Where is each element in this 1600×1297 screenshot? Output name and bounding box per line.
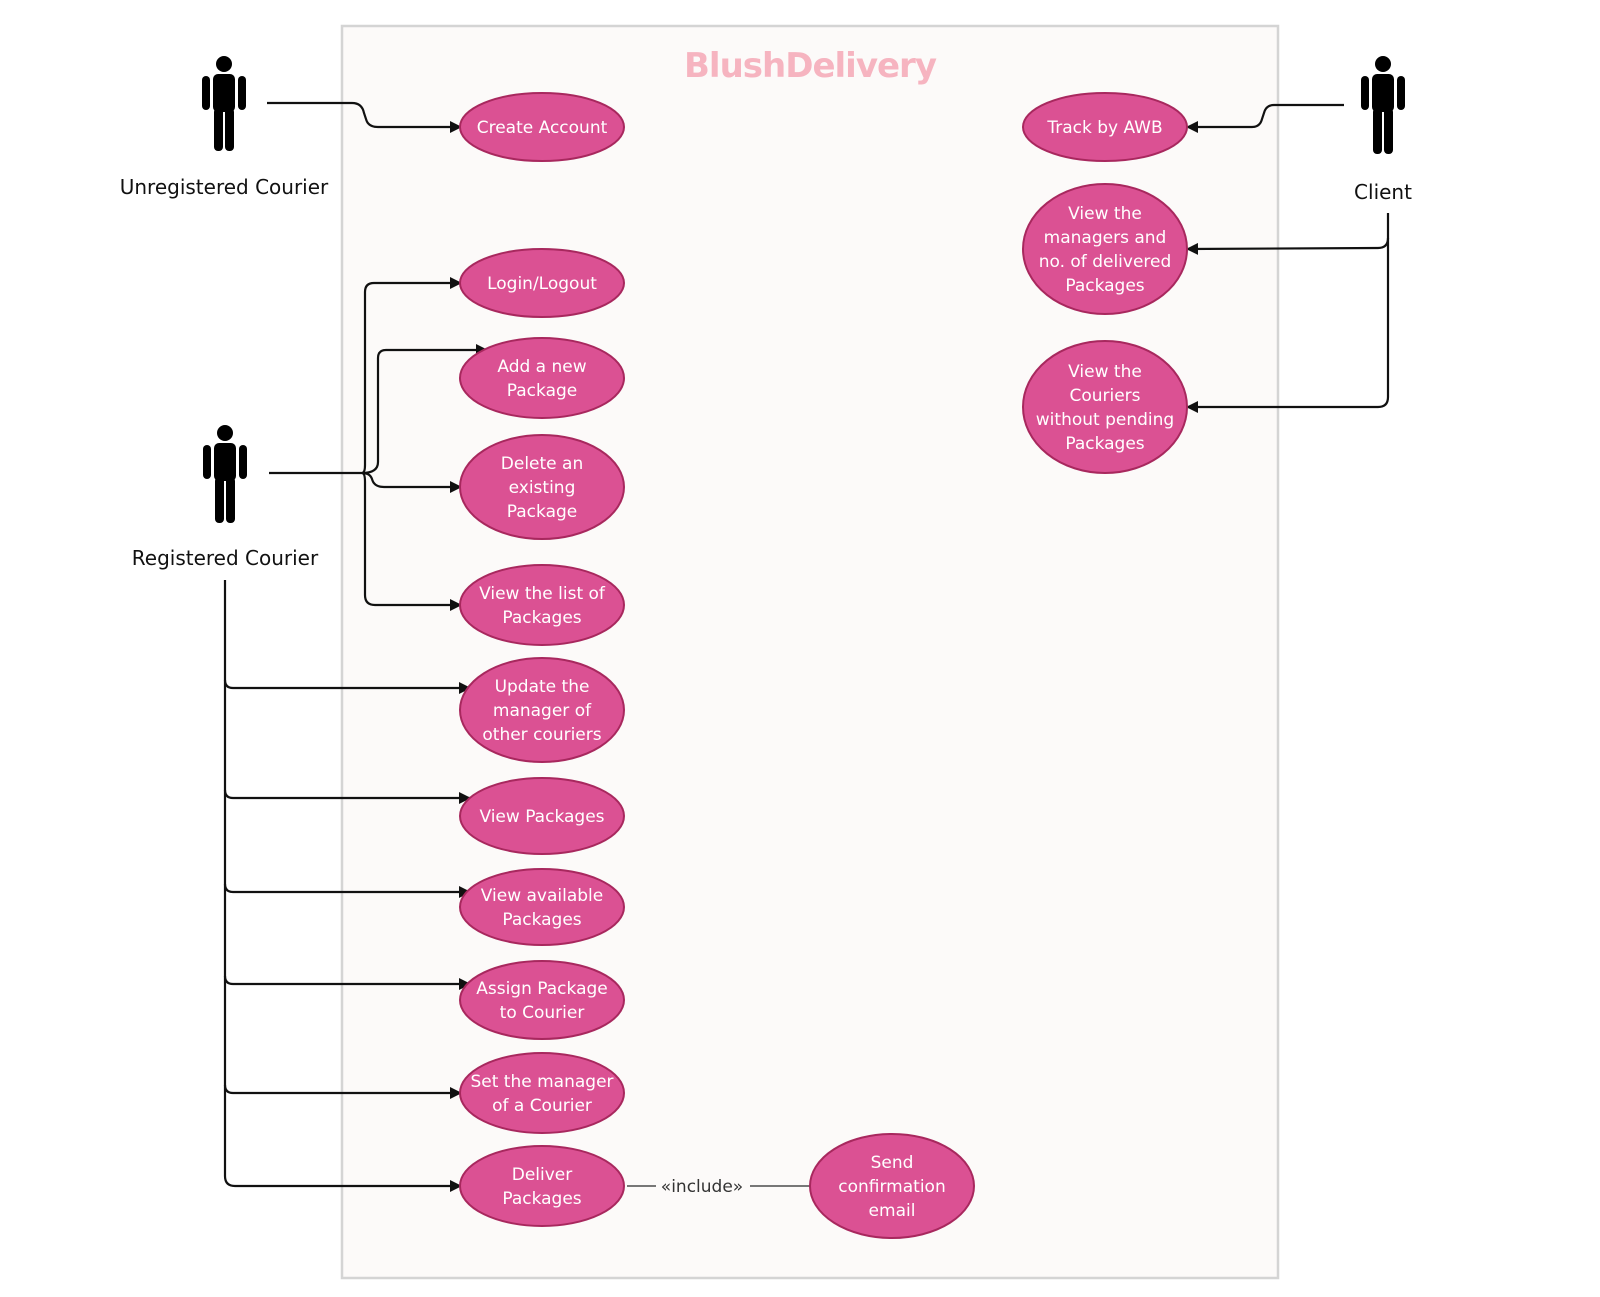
use-case-ellipse [459, 337, 625, 419]
system-title: BlushDelivery [684, 46, 937, 86]
use-case-set-manager: Set the manager of a Courier [459, 1052, 625, 1134]
use-case-assign-package: Assign Package to Courier [459, 960, 625, 1040]
actor-unregistered-courier: Unregistered Courier [120, 56, 329, 199]
use-case-label-line: Packages [502, 1189, 581, 1209]
use-case-label-line: no. of delivered [1039, 252, 1172, 272]
use-case-send-email: Send confirmation email [809, 1133, 975, 1239]
use-case-label-line: Packages [1065, 434, 1144, 454]
stick-figure-icon [203, 425, 247, 523]
use-case-create-account: Create Account [459, 92, 625, 162]
association-registered-view-list [361, 471, 462, 611]
use-case-label-line: Deliver [512, 1165, 573, 1185]
association-registered-set-manager [223, 1084, 462, 1099]
use-case-ellipse [459, 92, 625, 162]
association-unregistered-create-account [267, 101, 462, 133]
use-case-label-line: View Packages [479, 807, 604, 827]
use-case-label-line: Packages [502, 910, 581, 930]
use-case-ellipse [1022, 340, 1188, 474]
use-case-label-line: Track by AWB [1046, 118, 1162, 138]
association-registered-assign-package [223, 975, 471, 990]
actor-label: Unregistered Courier [120, 175, 329, 199]
association-registered-view-packages [223, 789, 471, 804]
use-case-label-line: Package [507, 502, 577, 522]
use-case-label-line: of a Courier [492, 1096, 592, 1116]
use-case-label-line: Update the [495, 677, 590, 697]
association-registered-add-package [361, 344, 488, 475]
use-case-update-manager: Update the manager of other couriers [459, 657, 625, 763]
use-case-label-line: Delete an [501, 454, 583, 474]
use-case-label-line: View the [1068, 362, 1142, 382]
stick-figure-icon [202, 56, 246, 151]
use-case-ellipse [459, 777, 625, 855]
actor-registered-courier: Registered Courier [132, 425, 319, 570]
use-case-label-line: View the [1068, 204, 1142, 224]
association-registered-view-available [223, 883, 471, 898]
use-case-ellipse [1022, 183, 1188, 315]
association-client-view-managers [1186, 237, 1390, 255]
use-case-label-line: other couriers [482, 725, 601, 745]
use-case-label-line: Send [871, 1153, 914, 1173]
use-case-label-line: Create Account [477, 118, 608, 138]
use-case-view-packages: View Packages [459, 777, 625, 855]
use-case-label-line: Package [507, 381, 577, 401]
use-case-ellipse [459, 868, 625, 946]
actor-label: Client [1354, 180, 1412, 204]
actor-label: Registered Courier [132, 546, 319, 570]
use-case-view-list-packages: View the list of Packages [459, 564, 625, 646]
use-case-ellipse [459, 564, 625, 646]
use-case-ellipse [809, 1133, 975, 1239]
use-case-label-line: Assign Package [476, 979, 608, 999]
actor-client: Client [1354, 56, 1412, 204]
use-case-ellipse [459, 1145, 625, 1227]
association-registered-delete-package [361, 471, 462, 493]
use-case-label-line: Packages [502, 608, 581, 628]
use-case-ellipse [459, 657, 625, 763]
use-case-ellipse [459, 248, 625, 318]
association-client-track [1186, 103, 1344, 133]
use-case-label-line: email [869, 1201, 916, 1221]
use-case-label-line: Add a new [497, 357, 586, 377]
use-case-label-line: managers and [1044, 228, 1167, 248]
use-case-ellipse [459, 434, 625, 540]
include-relation: «include» [627, 1177, 812, 1197]
use-case-ellipse [459, 1052, 625, 1134]
include-label: «include» [661, 1177, 743, 1197]
use-case-login-logout: Login/Logout [459, 248, 625, 318]
use-case-ellipse [1022, 92, 1188, 162]
use-case-track-awb: Track by AWB [1022, 92, 1188, 162]
use-case-label-line: View the list of [479, 584, 606, 604]
use-case-label-line: Couriers [1069, 386, 1140, 406]
use-case-ellipse [459, 960, 625, 1040]
use-case-label-line: existing [509, 478, 576, 498]
connectors [223, 101, 1390, 1192]
use-case-label-line: confirmation [838, 1177, 945, 1197]
association-registered-update-manager [223, 679, 471, 694]
use-case-label-line: Set the manager [470, 1072, 613, 1092]
association-client-view-couriers [1186, 396, 1390, 413]
association-registered-deliver [223, 1175, 462, 1192]
use-case-label-line: without pending [1036, 410, 1174, 430]
use-case-label-line: View available [481, 886, 603, 906]
use-case-label-line: Packages [1065, 276, 1144, 296]
use-case-label-line: Login/Logout [487, 274, 597, 294]
use-case-view-managers: View the managers and no. of deliveredPack… [1022, 183, 1188, 315]
stick-figure-icon [1361, 56, 1405, 154]
use-case-label-line: to Courier [500, 1003, 585, 1023]
use-case-label-line: manager of [493, 701, 592, 721]
